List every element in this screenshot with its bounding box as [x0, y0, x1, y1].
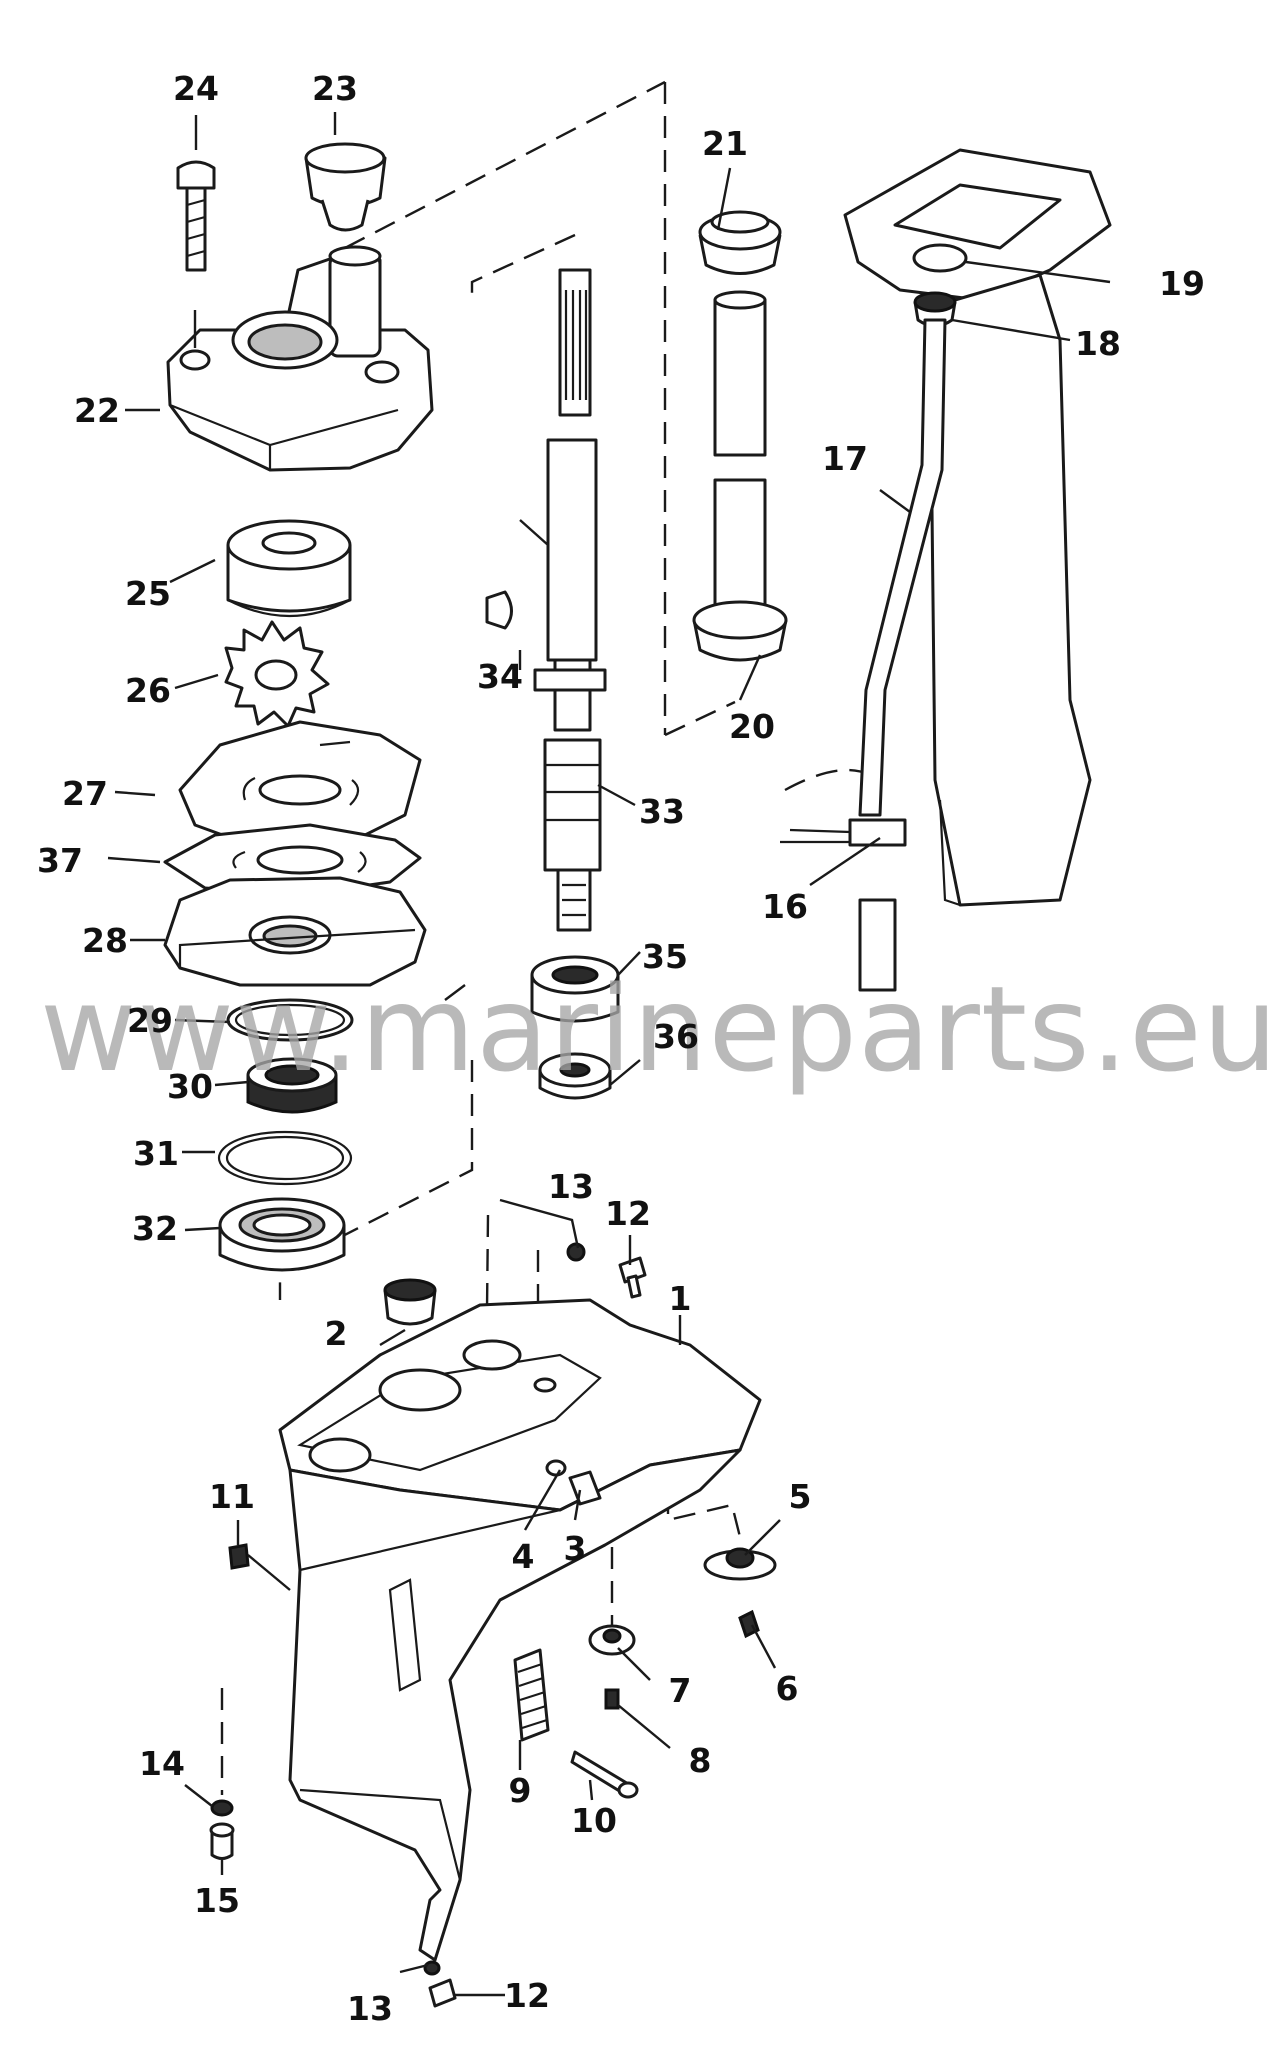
- callout-11: 11: [209, 1477, 255, 1516]
- part-31-o-ring: [217, 1130, 353, 1186]
- part-19-plate: [912, 243, 968, 273]
- part-2-nut: [383, 1278, 437, 1326]
- callout-18: 18: [1075, 324, 1121, 363]
- callout-32: 32: [132, 1209, 178, 1248]
- part-8-screw: [604, 1688, 620, 1710]
- callout-4: 4: [512, 1537, 535, 1576]
- callout-16: 16: [762, 887, 808, 926]
- part-16-clamp: [780, 818, 907, 847]
- part-30-bearing: [246, 1057, 338, 1114]
- part-11-plug: [228, 1543, 250, 1570]
- part-17-water-tube: [858, 318, 947, 992]
- callout-13-top: 13: [548, 1167, 594, 1206]
- part-9-water-screen: [513, 1648, 550, 1742]
- callout-26: 26: [125, 671, 171, 710]
- part-36-nut: [538, 1052, 612, 1100]
- part-20-grommet: [692, 600, 788, 662]
- callout-12-bottom: 12: [504, 1976, 550, 2015]
- part-12-screw-top: [618, 1256, 647, 1299]
- callout-37: 37: [37, 841, 83, 880]
- part-21-grommet: [698, 210, 782, 275]
- callout-31: 31: [133, 1134, 179, 1173]
- callout-12-top: 12: [605, 1194, 651, 1233]
- part-7-anode: [588, 1624, 636, 1656]
- part-35-pinion-bearing: [530, 955, 620, 1023]
- part-13-washer-top: [566, 1242, 586, 1262]
- part-28-pump-base: [163, 876, 427, 987]
- part-13-washer-bottom: [423, 1960, 441, 1976]
- callout-20: 20: [729, 707, 775, 746]
- part-5-plate: [703, 1547, 777, 1581]
- callout-1: 1: [669, 1279, 692, 1318]
- callout-5: 5: [789, 1477, 812, 1516]
- part-22-pump-housing: [166, 245, 434, 472]
- callout-14: 14: [139, 1744, 185, 1783]
- callout-6: 6: [776, 1669, 799, 1708]
- part-3-screw: [568, 1470, 602, 1506]
- part-32-bearing: [218, 1197, 346, 1272]
- callout-10: 10: [571, 1801, 617, 1840]
- part-29-o-ring: [226, 998, 354, 1042]
- callout-labels: 1 2 3 4 5 6 7 8 9 10 11 12 12 13 13 14 1…: [37, 69, 1205, 2028]
- callout-23: 23: [312, 69, 358, 108]
- drive-shaft: [533, 268, 607, 932]
- part-25-impeller-cup: [226, 519, 352, 618]
- water-tube: [713, 290, 767, 622]
- callout-29: 29: [127, 1001, 173, 1040]
- callout-17: 17: [822, 439, 868, 478]
- callout-30: 30: [167, 1067, 213, 1106]
- callout-9: 9: [509, 1771, 532, 1810]
- callout-22: 22: [74, 391, 120, 430]
- callout-19: 19: [1159, 264, 1205, 303]
- part-34-key: [485, 590, 513, 630]
- callout-34: 34: [477, 657, 523, 696]
- callout-28: 28: [82, 921, 128, 960]
- callout-3: 3: [564, 1529, 587, 1568]
- leader-lines: [107, 112, 1111, 1997]
- part-12-screw-bottom: [428, 1978, 457, 2008]
- callout-24: 24: [173, 69, 219, 108]
- callout-35: 35: [642, 937, 688, 976]
- callout-33: 33: [639, 792, 685, 831]
- part-1-gear-housing: [278, 1298, 762, 1962]
- part-10-screw: [570, 1750, 639, 1799]
- part-14-plug: [210, 1799, 234, 1817]
- callout-2: 2: [325, 1314, 348, 1353]
- callout-7: 7: [669, 1671, 692, 1710]
- part-15-nut: [209, 1822, 235, 1860]
- watermark: www.marineparts.eu: [40, 960, 1268, 1098]
- callout-15: 15: [194, 1881, 240, 1920]
- callout-21: 21: [702, 124, 748, 163]
- callout-27: 27: [62, 774, 108, 813]
- part-24-bolt: [176, 160, 216, 272]
- callout-13-bottom: 13: [347, 1989, 393, 2028]
- exhaust-housing: [843, 148, 1112, 907]
- part-23-grommet: [304, 142, 387, 232]
- callout-36: 36: [653, 1017, 699, 1056]
- callout-25: 25: [125, 574, 171, 613]
- part-26-impeller: [224, 620, 330, 728]
- callout-8: 8: [689, 1741, 712, 1780]
- part-4-washer: [545, 1459, 567, 1477]
